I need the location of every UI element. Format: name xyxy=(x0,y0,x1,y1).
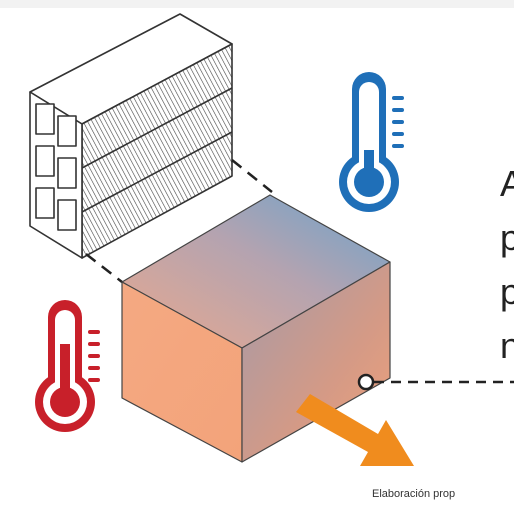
heat-arrow-icon xyxy=(296,394,414,466)
cold-thermometer-icon xyxy=(339,72,404,212)
source-caption: Elaboración prop xyxy=(372,488,456,500)
side-text-line-2: p xyxy=(500,217,514,258)
side-text-line-1: A xyxy=(500,163,514,204)
projection-lines xyxy=(85,159,273,283)
cube xyxy=(121,194,391,463)
measurement-point xyxy=(357,373,514,391)
hot-thermometer-icon xyxy=(35,300,100,432)
top-bar xyxy=(0,0,514,8)
side-text-line-4: n xyxy=(500,325,514,366)
side-text-line-3: p xyxy=(500,271,514,312)
brick-icon xyxy=(29,13,233,259)
